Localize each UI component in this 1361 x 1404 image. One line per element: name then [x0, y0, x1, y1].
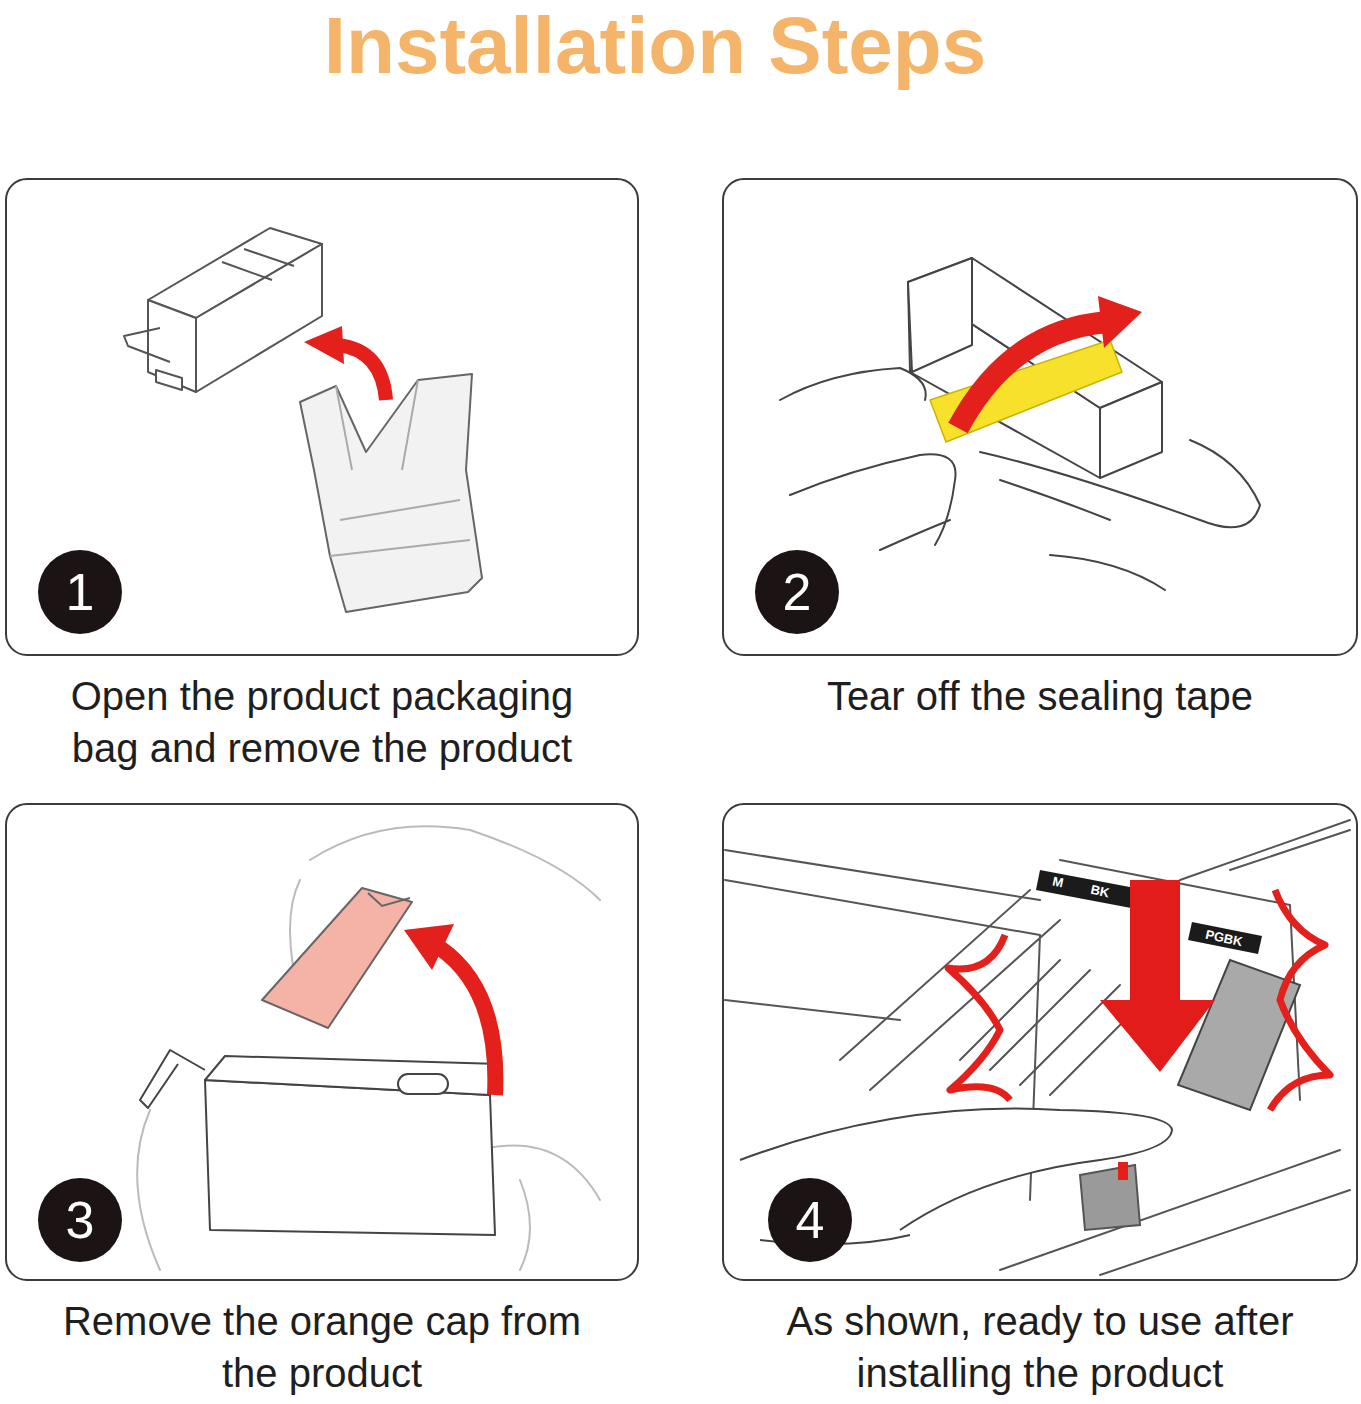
arrow-head	[404, 924, 454, 970]
cartridge-lever	[1080, 1165, 1140, 1230]
slot-label: BK	[1089, 883, 1110, 900]
arrow-shaft	[958, 322, 1108, 428]
cartridge-seam	[222, 262, 272, 280]
cartridge-window	[156, 370, 182, 390]
cartridge-seam	[244, 249, 294, 266]
red-arrow	[404, 924, 495, 1095]
ink-slots	[960, 960, 1150, 1095]
slot-label: PGBK	[1204, 928, 1243, 949]
step-caption: Remove the orange cap from the product	[32, 1295, 612, 1399]
bag-outline	[300, 374, 482, 612]
label-stripe	[1188, 922, 1262, 954]
bag-illustration	[300, 374, 482, 612]
step-panel: Tear off the sealing tape2	[722, 178, 1358, 656]
cartridge-end	[1100, 382, 1162, 478]
down-arrow	[1100, 880, 1215, 1072]
cartridge-side	[196, 244, 322, 392]
step-panel: As shown, ready to use after installing …	[722, 803, 1358, 1281]
step-number-badge: 4	[768, 1178, 852, 1262]
step-number: 3	[66, 1194, 95, 1246]
cap-body	[262, 888, 412, 1028]
lever-mark	[1118, 1162, 1128, 1180]
step-number: 4	[796, 1194, 825, 1246]
cartridge-window	[398, 1074, 448, 1094]
step-number-badge: 3	[38, 1178, 122, 1262]
arrow-shaft	[440, 948, 495, 1095]
installed-cartridge	[1178, 960, 1300, 1110]
step-number-badge: 2	[755, 550, 839, 634]
cartridge-top	[205, 1056, 500, 1095]
step-caption: Tear off the sealing tape	[750, 670, 1330, 722]
cartridge-illustration	[124, 228, 322, 392]
step-number: 1	[66, 566, 95, 618]
cartridge-side	[205, 1080, 495, 1235]
arrow-shaft	[338, 345, 386, 400]
cap-detail	[368, 893, 410, 906]
step-caption: Open the product packaging bag and remov…	[32, 670, 612, 774]
step-number-badge: 1	[38, 550, 122, 634]
label-stripe	[1036, 870, 1135, 908]
arrow-head	[304, 326, 344, 364]
hands-illustration	[137, 826, 600, 1270]
click-burst	[948, 935, 1010, 1100]
click-burst	[1270, 890, 1330, 1110]
step-caption: As shown, ready to use after installing …	[750, 1295, 1330, 1399]
step-number: 2	[783, 566, 812, 618]
cartridge-illustration	[908, 258, 1162, 478]
left-hand	[780, 368, 956, 550]
red-arrow	[304, 326, 386, 400]
cartridge-illustration	[140, 1050, 500, 1235]
orange-cap	[262, 888, 412, 1028]
page-title: Installation Steps	[0, 0, 1310, 92]
bag-crease	[330, 380, 470, 556]
printer-frame	[725, 820, 1350, 1275]
cartridge-end	[908, 258, 972, 372]
step-panel: Remove the orange cap from the product3	[5, 803, 639, 1281]
step-panel: Open the product packaging bag and remov…	[5, 178, 639, 656]
arrow-head	[1098, 296, 1142, 348]
cartridge-lever	[124, 328, 170, 362]
red-arrow	[958, 296, 1142, 428]
frame-lines	[725, 820, 1350, 1275]
hand-outline	[137, 826, 600, 1270]
cartridge-end	[148, 300, 196, 392]
cartridge-lever	[140, 1050, 205, 1108]
